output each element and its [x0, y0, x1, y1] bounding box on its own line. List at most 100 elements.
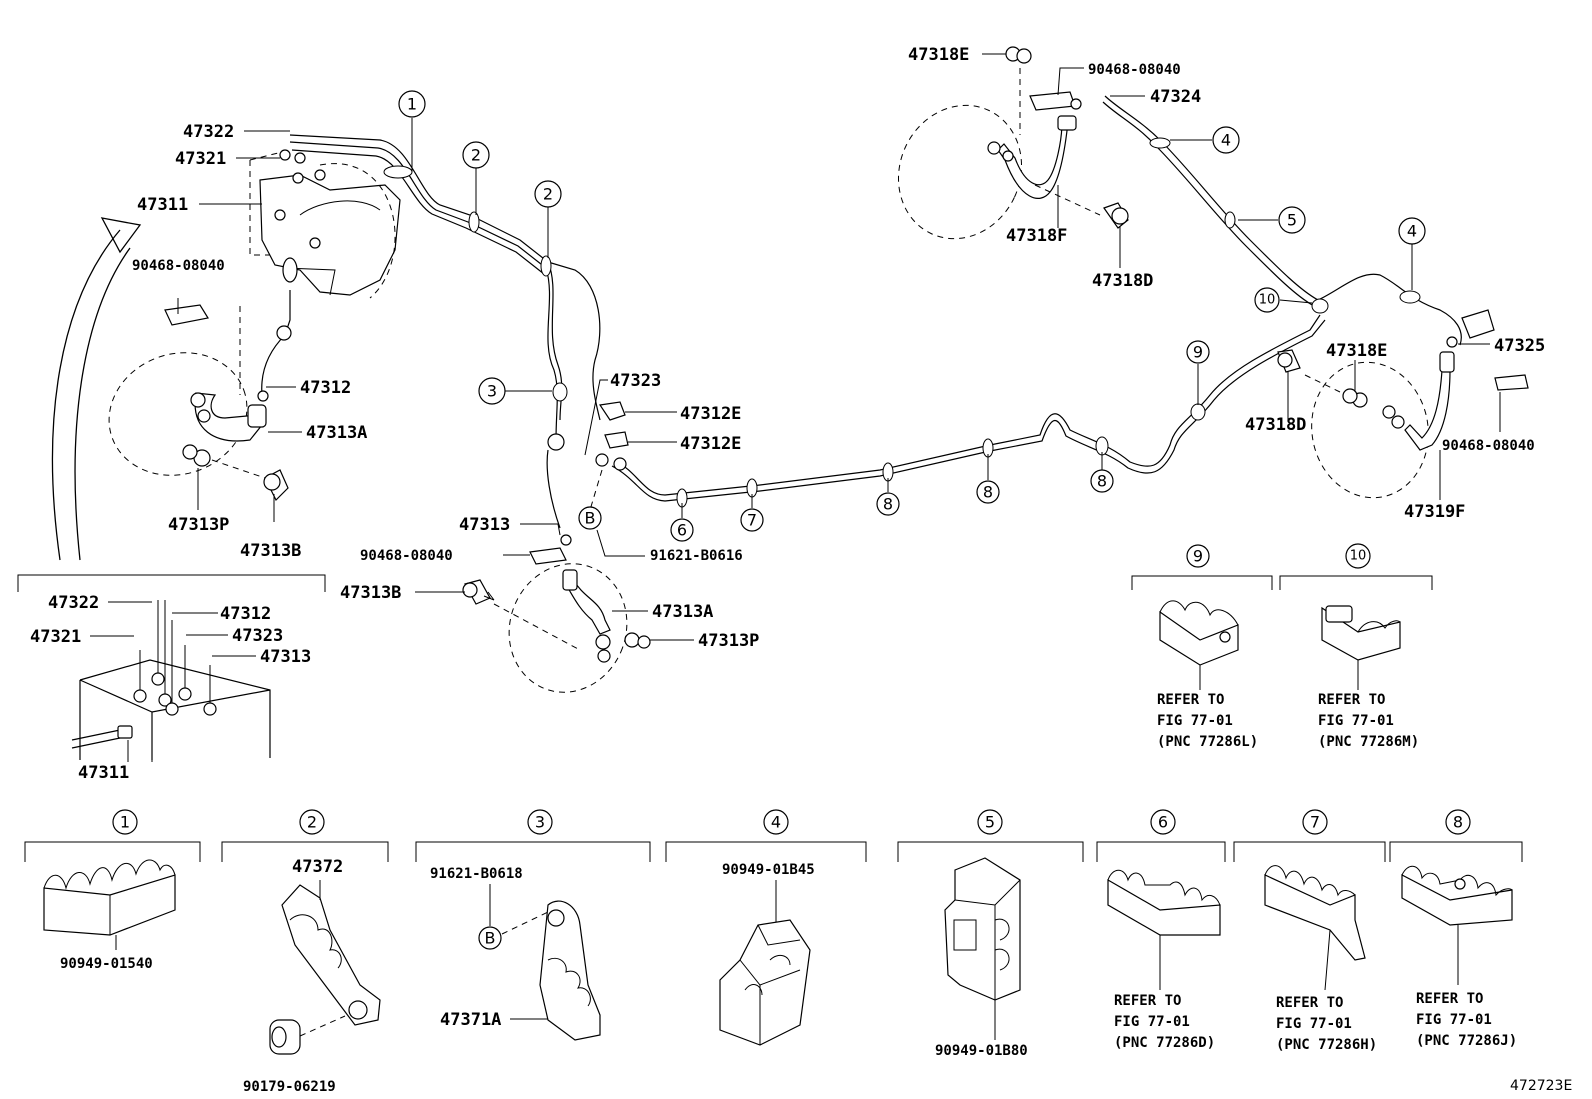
- callout-8c: 8: [1097, 472, 1107, 491]
- svg-text:REFER TO: REFER TO: [1114, 993, 1181, 1009]
- svg-text:FIG 77-01: FIG 77-01: [1318, 713, 1394, 729]
- label-47313B-a: 47313B: [240, 541, 301, 561]
- svg-text:7: 7: [1310, 813, 1320, 832]
- svg-text:91621-B0618: 91621-B0618: [430, 866, 523, 882]
- label-47313A-b: 47313A: [652, 602, 713, 622]
- svg-text:1: 1: [120, 813, 130, 832]
- figure-id: 472723E: [1510, 1078, 1572, 1094]
- callout-9: 9: [1193, 343, 1203, 362]
- master-cylinder-assembly: [249, 149, 401, 299]
- svg-text:(PNC 77286M): (PNC 77286M): [1318, 734, 1419, 750]
- legend-clip-1: 1 90949-01540: [24, 809, 201, 972]
- svg-text:REFER TO: REFER TO: [1157, 692, 1224, 708]
- label-47323: 47323: [610, 371, 661, 391]
- label-47312: 47312: [300, 378, 351, 398]
- detail-arrow: [51, 217, 142, 561]
- svg-text:4: 4: [771, 813, 781, 832]
- label-47322: 47322: [183, 122, 234, 142]
- callout-8a: 8: [883, 495, 893, 514]
- label-47311: 47311: [137, 195, 188, 215]
- inset-label-47312: 47312: [220, 604, 271, 624]
- legend-clip-10: 10 REFER TO FIG 77-01 (PNC 77286M): [1279, 543, 1433, 750]
- label-90468-b: 90468-08040: [360, 548, 453, 564]
- inset-label-47323: 47323: [232, 626, 283, 646]
- callout-10: 10: [1259, 293, 1276, 308]
- svg-text:6: 6: [1158, 813, 1168, 832]
- svg-text:FIG 77-01: FIG 77-01: [1157, 713, 1233, 729]
- label-47319F: 47319F: [1404, 502, 1465, 522]
- inset-label-47311: 47311: [78, 763, 129, 783]
- rear-right-hose: [1277, 309, 1529, 499]
- inset-label-47322: 47322: [48, 593, 99, 613]
- callout-1: 1: [407, 95, 417, 114]
- pipe-clip-markers: [383, 137, 1421, 508]
- inset-label-47321: 47321: [30, 627, 81, 647]
- svg-text:47372: 47372: [292, 857, 343, 877]
- inset-label-47313: 47313: [260, 647, 311, 667]
- label-47313P-a: 47313P: [168, 515, 229, 535]
- label-91621-b0616: 91621-B0616: [650, 548, 743, 564]
- callout-2a: 2: [471, 146, 481, 165]
- center-hose: [462, 401, 651, 693]
- svg-text:5: 5: [985, 813, 995, 832]
- legend-clip-3: 3 91621-B0618 B 47371A: [415, 809, 651, 1041]
- svg-text:10: 10: [1350, 549, 1367, 564]
- part-labels: 47322 47321 47311 90468-08040 47312 4731…: [30, 45, 1545, 783]
- label-47318D-a: 47318D: [1092, 271, 1153, 291]
- callout-5: 5: [1287, 211, 1297, 230]
- svg-text:(PNC 77286D): (PNC 77286D): [1114, 1035, 1215, 1051]
- svg-text:3: 3: [535, 813, 545, 832]
- svg-text:90179-06219: 90179-06219: [243, 1079, 336, 1095]
- label-47313B-b: 47313B: [340, 583, 401, 603]
- label-47313A-a: 47313A: [306, 423, 367, 443]
- callout-B: B: [585, 509, 596, 528]
- svg-text:FIG 77-01: FIG 77-01: [1114, 1014, 1190, 1030]
- label-47313: 47313: [459, 515, 510, 535]
- svg-text:REFER TO: REFER TO: [1416, 991, 1483, 1007]
- label-47318E-a: 47318E: [908, 45, 969, 65]
- label-90468-c: 90468-08040: [1088, 62, 1181, 78]
- callout-4a: 4: [1221, 131, 1231, 150]
- leader-lines: [90, 53, 1501, 762]
- legend-clip-6: 6 REFER TO FIG 77-01 (PNC 77286D): [1096, 809, 1226, 1051]
- legend-clip-7: 7 REFER TO FIG 77-01 (PNC 77286H): [1233, 809, 1386, 1053]
- legend-clip-9: 9 REFER TO FIG 77-01 (PNC 77286L): [1131, 544, 1273, 750]
- svg-text:REFER TO: REFER TO: [1318, 692, 1385, 708]
- legend-clip-5: 5 90949-01B80: [897, 809, 1084, 1059]
- inset-detail: [17, 574, 326, 765]
- label-47312E-a: 47312E: [680, 404, 741, 424]
- callout-3: 3: [487, 382, 497, 401]
- svg-text:FIG 77-01: FIG 77-01: [1416, 1012, 1492, 1028]
- legend-clip-4: 4 90949-01B45: [665, 809, 867, 1046]
- svg-text:(PNC 77286J): (PNC 77286J): [1416, 1033, 1517, 1049]
- label-47312E-b: 47312E: [680, 434, 741, 454]
- callout-8b: 8: [983, 483, 993, 502]
- callout-6: 6: [677, 521, 687, 540]
- svg-text:90949-01B45: 90949-01B45: [722, 862, 815, 878]
- svg-text:90949-01540: 90949-01540: [60, 956, 153, 972]
- legend-clip-8: 8 REFER TO FIG 77-01 (PNC 77286J): [1389, 809, 1523, 1049]
- callout-7: 7: [747, 511, 757, 530]
- callouts: 1 2 2 3 4 4 5 6 7 8 8 8 9 10 B: [398, 90, 1426, 542]
- legend-clip-2: 2 47372 90179-06219: [221, 809, 389, 1095]
- callout-4b: 4: [1407, 222, 1417, 241]
- label-47318F: 47318F: [1006, 226, 1067, 246]
- label-47318E-b: 47318E: [1326, 341, 1387, 361]
- brake-pipes: [261, 95, 1462, 529]
- label-90468-d: 90468-08040: [1442, 438, 1535, 454]
- front-right-hose: [897, 46, 1129, 240]
- callout-2b: 2: [543, 185, 553, 204]
- label-47321: 47321: [175, 149, 226, 169]
- label-47318D-b: 47318D: [1245, 415, 1306, 435]
- left-front-hose: [108, 298, 292, 502]
- svg-text:9: 9: [1193, 547, 1203, 566]
- label-90468-a: 90468-08040: [132, 258, 225, 274]
- svg-text:(PNC 77286H): (PNC 77286H): [1276, 1037, 1377, 1053]
- label-47324: 47324: [1150, 87, 1201, 107]
- svg-text:B: B: [485, 929, 496, 948]
- svg-text:47371A: 47371A: [440, 1010, 501, 1030]
- label-47313P-b: 47313P: [698, 631, 759, 651]
- svg-text:8: 8: [1453, 813, 1463, 832]
- svg-text:2: 2: [307, 813, 317, 832]
